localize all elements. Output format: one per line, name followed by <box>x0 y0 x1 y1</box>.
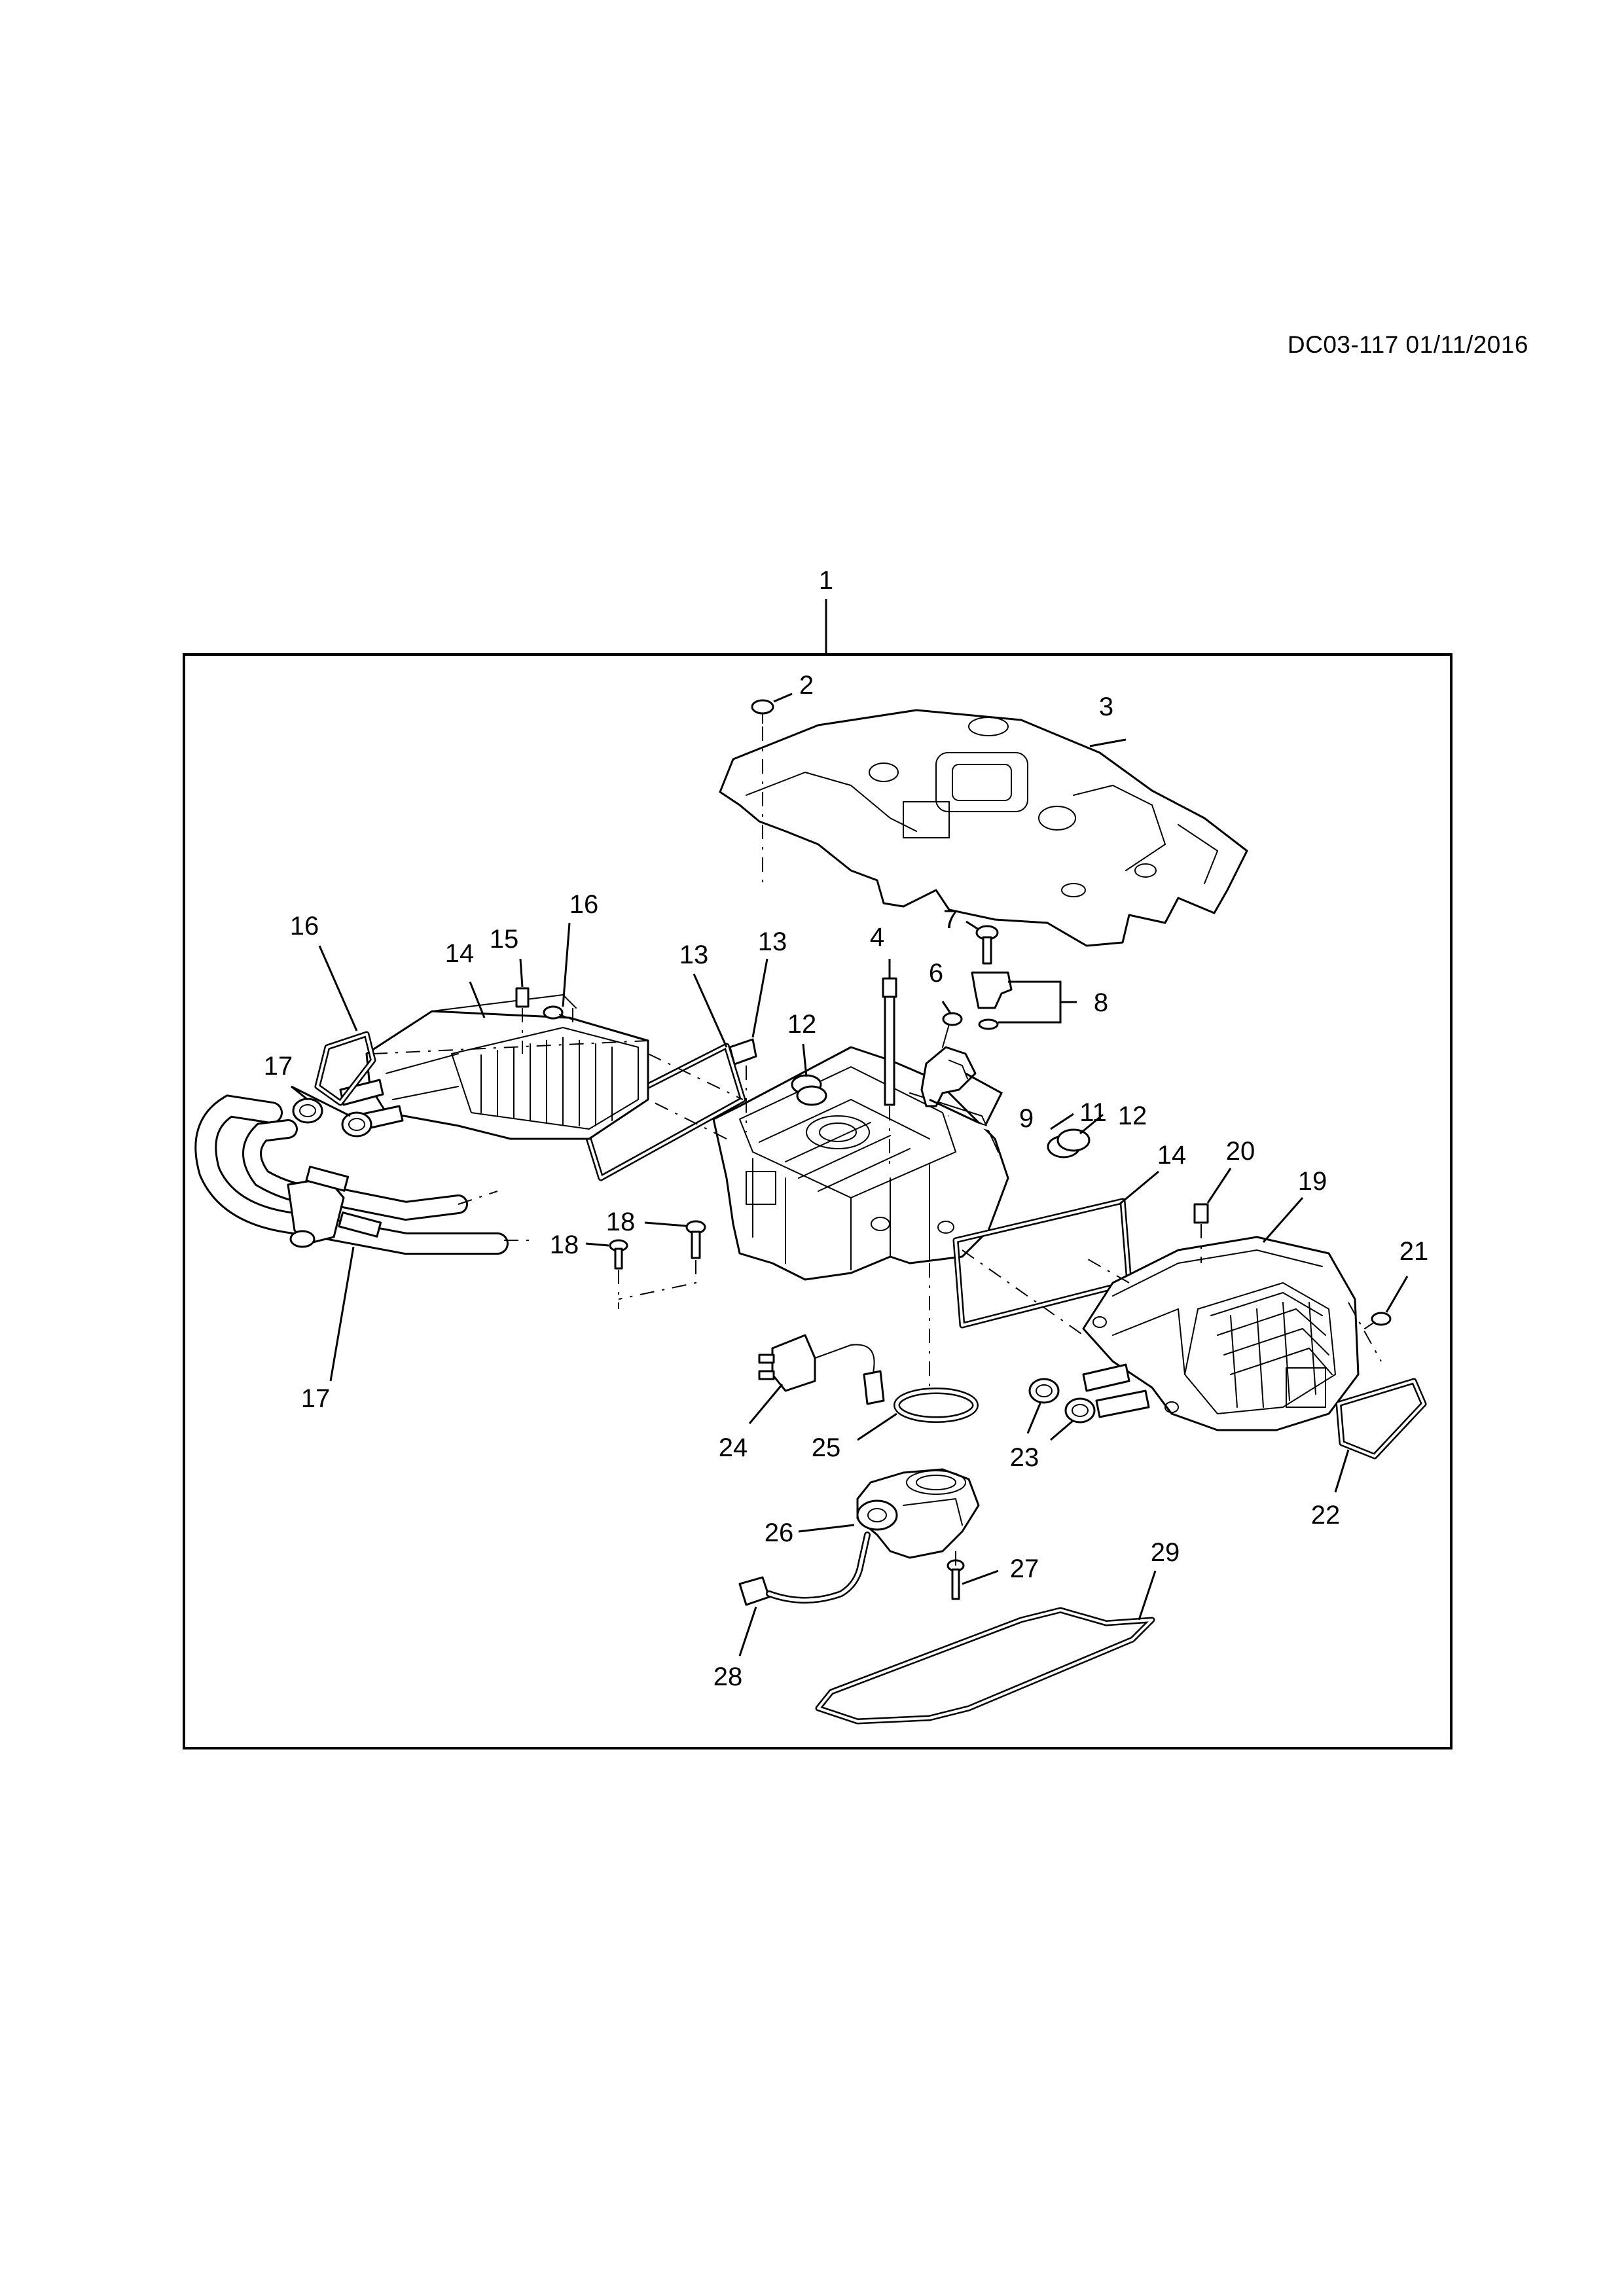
left-hose-clamps-part <box>292 1098 372 1138</box>
left-cooler-seal-part <box>314 1031 376 1106</box>
document-code: DC03-117 01/11/2016 <box>1287 331 1528 358</box>
purge-solenoid-part <box>758 1334 885 1405</box>
callout-14-right: 20 <box>1226 1137 1255 1166</box>
callout-9: 8 <box>1094 988 1108 1017</box>
callout-19: 27 <box>1010 1554 1039 1583</box>
callout-4: 4 <box>870 923 884 952</box>
callout-28: 14 <box>445 939 475 968</box>
long-bolt-part <box>882 977 897 1106</box>
right-hose-clamps-part <box>1028 1378 1096 1424</box>
callout-21: 28 <box>713 1662 743 1691</box>
callout-16-right: 21 <box>1399 1237 1429 1266</box>
throttle-body-bolt-part <box>947 1559 965 1600</box>
callout-25: 18 <box>606 1208 636 1236</box>
right-intercooler-outlets <box>1082 1363 1150 1418</box>
cover-bolt-part <box>751 699 774 724</box>
callout-15: 19 <box>1298 1167 1327 1196</box>
callout-12-left: 12 <box>787 1010 817 1039</box>
throttle-body-o-ring-part <box>893 1388 979 1423</box>
pressure-sensor-part <box>971 971 1013 1030</box>
callout-7: 6 <box>929 959 943 988</box>
callout-16-left: 16 <box>569 890 599 919</box>
callout-27: 17 <box>301 1384 331 1413</box>
callout-2: 2 <box>799 671 814 700</box>
left-cooler-screw-part <box>543 1005 573 1020</box>
engine-cover-part <box>719 709 1248 947</box>
coolant-hose-part <box>194 1094 509 1255</box>
left-plug-part <box>791 1074 827 1106</box>
callout-18-left: 17 <box>264 1052 293 1081</box>
callout-26: 18 <box>550 1230 579 1259</box>
callout-13-left: 13 <box>679 941 709 969</box>
vacuum-tube-part <box>948 1114 1061 1144</box>
callout-6: 9 <box>1019 1104 1034 1133</box>
right-plug-part <box>1047 1128 1091 1158</box>
sensor-screw-part <box>942 1012 963 1048</box>
throttle-harness-part <box>738 1532 871 1606</box>
callout-22: 26 <box>765 1518 794 1547</box>
callout-24: 24 <box>719 1433 748 1462</box>
callout-20: 29 <box>1151 1538 1180 1567</box>
callout-23: 25 <box>812 1433 841 1462</box>
left-intercooler-part <box>365 994 649 1140</box>
callout-17-right: 22 <box>1311 1501 1341 1530</box>
callout-8: 7 <box>943 905 958 934</box>
throttle-body-part <box>856 1468 980 1559</box>
callout-13-right: 14 <box>1157 1141 1187 1170</box>
callout-12-right: 12 <box>1118 1102 1147 1130</box>
top-screw-part <box>975 925 999 965</box>
callout-17-left: 16 <box>290 912 319 941</box>
callout-29: 13 <box>758 927 787 956</box>
right-cooler-screw-part <box>1364 1312 1392 1329</box>
left-bleed-fitting-part <box>515 987 530 1008</box>
callout-3: 3 <box>1099 692 1113 721</box>
right-cooler-seal-part <box>1335 1378 1427 1460</box>
right-intercooler-part <box>1082 1236 1360 1431</box>
manifold-bolt-part <box>685 1220 706 1259</box>
hose-bracket-bolt-part <box>609 1239 628 1270</box>
right-bleed-fitting-part <box>1193 1203 1209 1224</box>
callout-14-left: 15 <box>490 925 519 954</box>
callout-18-right: 23 <box>1010 1443 1039 1472</box>
assembly-frame <box>183 653 1453 1749</box>
assembly-callout: 1 <box>819 566 833 595</box>
manifold-base-gasket-part <box>815 1607 1155 1725</box>
